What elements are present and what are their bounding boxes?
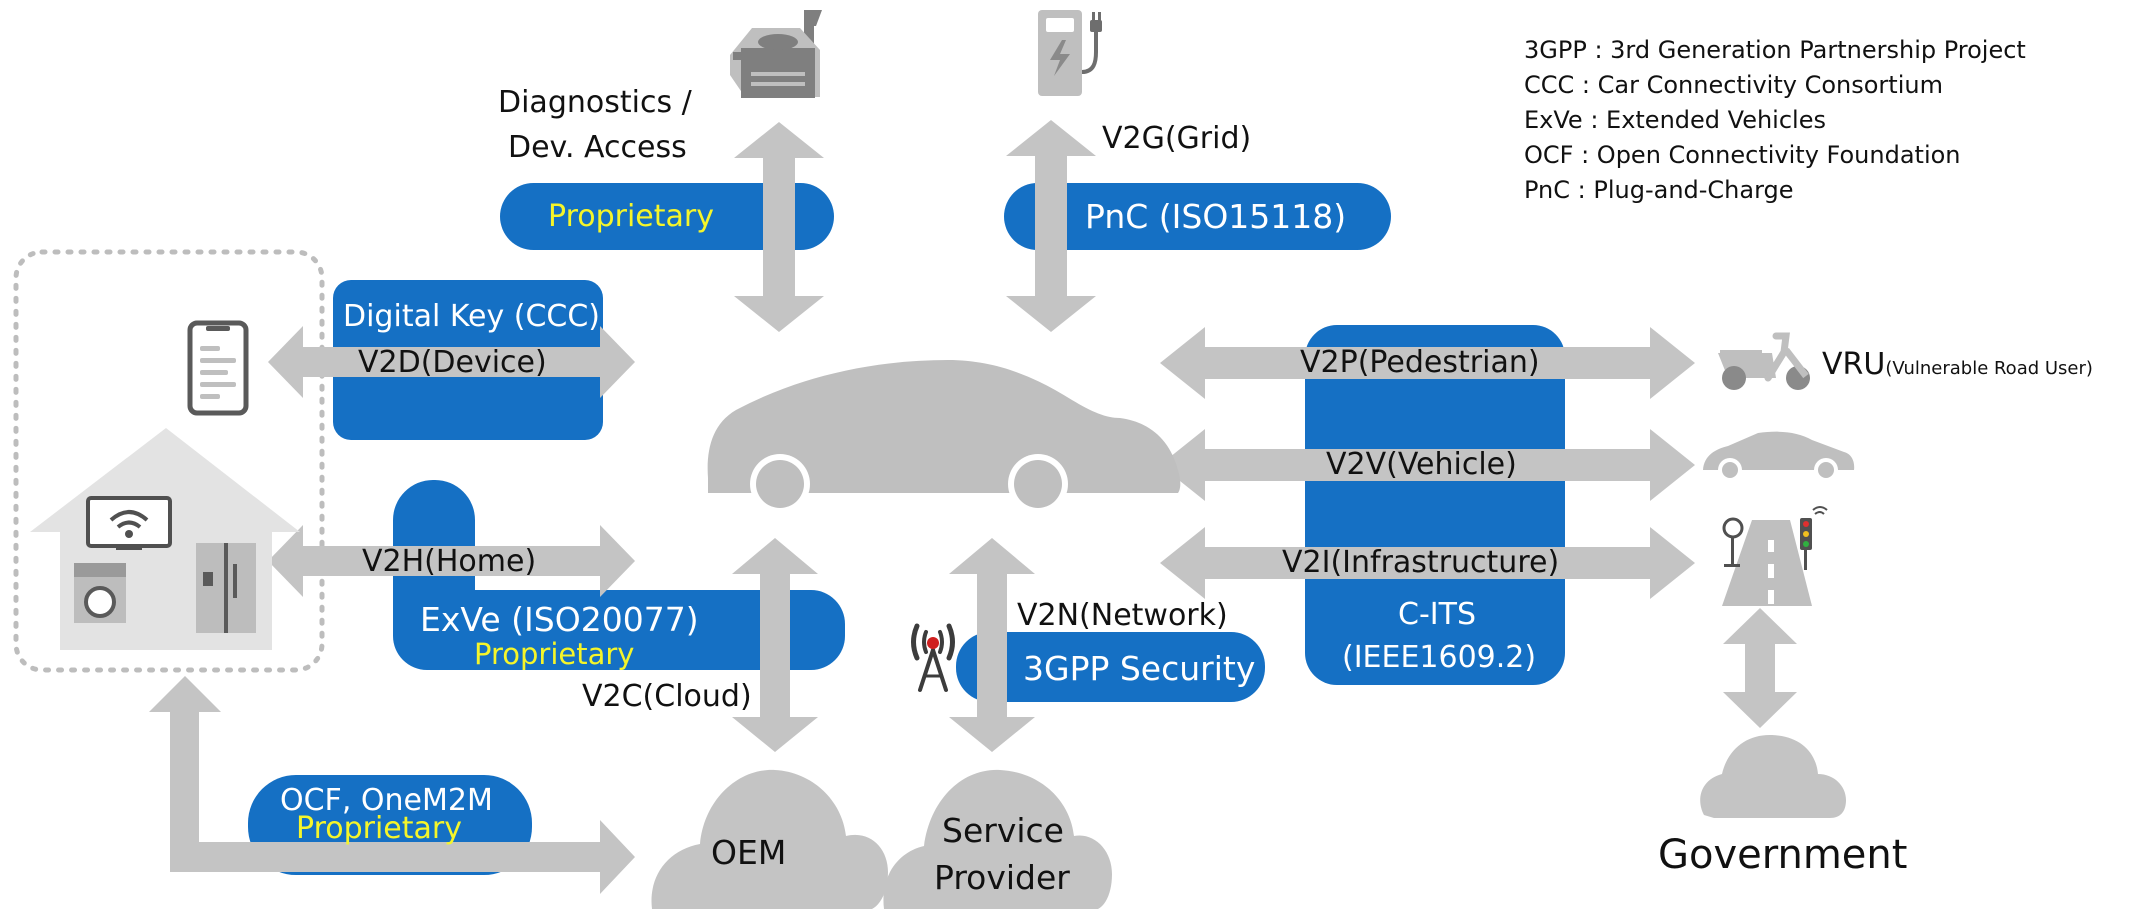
washing-machine-icon	[74, 563, 126, 623]
smartphone-icon	[187, 320, 249, 416]
legend-3gpp: 3GPP : 3rd Generation Partnership Projec…	[1524, 36, 2026, 64]
car-icon	[707, 360, 1181, 514]
vru-full: (Vulnerable Road User)	[1885, 358, 2093, 379]
refrigerator-icon	[196, 543, 256, 633]
arrow-government	[1723, 608, 1797, 728]
factory-icon	[730, 10, 822, 98]
diag-proprietary-label: Proprietary	[548, 199, 714, 234]
vru-abbrev: VRU	[1822, 347, 1886, 382]
road-traffic-light-icon	[1722, 506, 1828, 606]
tv-wifi-icon	[86, 496, 172, 550]
oem-label: OEM	[711, 833, 787, 872]
cits-label-line2: (IEEE1609.2)	[1342, 640, 1537, 675]
v2p-label: V2P(Pedestrian)	[1300, 345, 1540, 380]
arrow-v2d	[268, 326, 635, 398]
government-cloud-icon	[1700, 734, 1846, 818]
digital-key-label: Digital Key (CCC)	[343, 299, 601, 334]
arrow-v2h	[268, 525, 635, 597]
pill-3gpp	[956, 632, 1265, 702]
pnc-label: PnC (ISO15118)	[1085, 197, 1347, 236]
v2i-label: V2I(Infrastructure)	[1282, 545, 1560, 580]
arrow-v2g	[1006, 120, 1096, 332]
ocf-label: OCF, OneM2M	[280, 783, 493, 818]
cits-label-line1: C-ITS	[1398, 597, 1476, 632]
diagnostics-label-line2: Dev. Access	[508, 130, 687, 165]
legend-pnc: PnC : Plug-and-Charge	[1524, 176, 1794, 204]
scooter-icon	[1718, 332, 1810, 390]
exve-label: ExVe (ISO20077)	[420, 600, 699, 639]
cell-tower-icon	[911, 623, 955, 692]
service-provider-cloud-icon	[883, 769, 1112, 909]
v2g-label: V2G(Grid)	[1102, 121, 1252, 156]
pill-exve-tab	[393, 480, 475, 600]
service-provider-line1: Service	[942, 811, 1064, 850]
v2v-label: V2V(Vehicle)	[1326, 447, 1517, 482]
pill-cits	[1305, 325, 1565, 685]
arrow-v2c	[732, 538, 818, 752]
ev-charger-icon	[1038, 10, 1102, 96]
arrow-v2n	[949, 538, 1035, 752]
v2h-label: V2H(Home)	[362, 544, 537, 579]
exve-proprietary-label: Proprietary	[474, 637, 635, 671]
gpp-security-label: 3GPP Security	[1023, 649, 1256, 688]
arrow-home-oem	[149, 676, 635, 894]
v2c-label: V2C(Cloud)	[582, 679, 752, 714]
home-icon	[30, 428, 300, 650]
oem-cloud-icon	[651, 769, 888, 909]
arrow-v2p	[1160, 327, 1695, 399]
v2n-label: V2N(Network)	[1017, 598, 1228, 633]
legend-exve: ExVe : Extended Vehicles	[1524, 106, 1826, 134]
arrow-v2i	[1160, 527, 1695, 599]
legend-ocf: OCF : Open Connectivity Foundation	[1524, 141, 1961, 169]
small-car-icon	[1703, 431, 1855, 482]
arrow-diagnostics	[734, 122, 824, 332]
service-provider-line2: Provider	[934, 858, 1070, 897]
pill-pnc	[1004, 183, 1391, 250]
v2d-label: V2D(Device)	[358, 345, 547, 380]
cell-tower-light	[927, 637, 939, 649]
arrow-v2v	[1160, 429, 1695, 501]
government-label: Government	[1658, 832, 1908, 878]
ocf-proprietary-label: Proprietary	[296, 811, 462, 846]
vru-label: VRU(Vulnerable Road User)	[1822, 350, 2093, 380]
diagnostics-label-line1: Diagnostics /	[498, 85, 692, 120]
legend-ccc: CCC : Car Connectivity Consortium	[1524, 71, 1943, 99]
